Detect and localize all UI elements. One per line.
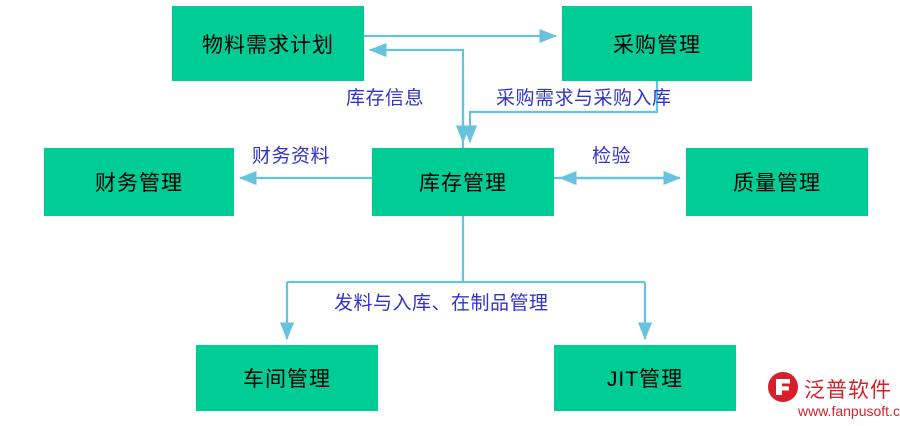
node-label: 库存管理 <box>419 172 507 195</box>
edge-label-inventory-info: 库存信息 <box>346 88 425 109</box>
node-label: 采购管理 <box>613 33 701 57</box>
node-material-requirement-planning[interactable]: 物料需求计划 <box>172 6 364 81</box>
node-jit-management[interactable]: JIT管理 <box>554 345 736 411</box>
watermark: 泛普软件 www.fanpusoft.com <box>768 372 900 422</box>
node-label: 财务管理 <box>95 172 183 195</box>
node-label: 物料需求计划 <box>202 33 334 57</box>
edge-label-issue-and-wip: 发料与入库、在制品管理 <box>334 293 549 314</box>
brand-logo-icon <box>768 372 798 402</box>
node-label: 车间管理 <box>243 368 331 391</box>
brand-name: 泛普软件 <box>804 378 892 402</box>
node-workshop-management[interactable]: 车间管理 <box>196 345 378 411</box>
node-finance-management[interactable]: 财务管理 <box>44 148 234 216</box>
node-label: 质量管理 <box>733 172 821 195</box>
brand-url: www.fanpusoft.com <box>798 403 900 419</box>
node-quality-management[interactable]: 质量管理 <box>686 148 868 216</box>
edge-label-inspection: 检验 <box>592 146 632 167</box>
node-label: JIT管理 <box>606 368 684 391</box>
edge-label-finance-data: 财务资料 <box>252 146 331 167</box>
node-inventory-management[interactable]: 库存管理 <box>372 148 554 216</box>
node-purchase-management[interactable]: 采购管理 <box>562 6 752 81</box>
edge-label-purchase-requirement: 采购需求与采购入库 <box>496 88 672 109</box>
